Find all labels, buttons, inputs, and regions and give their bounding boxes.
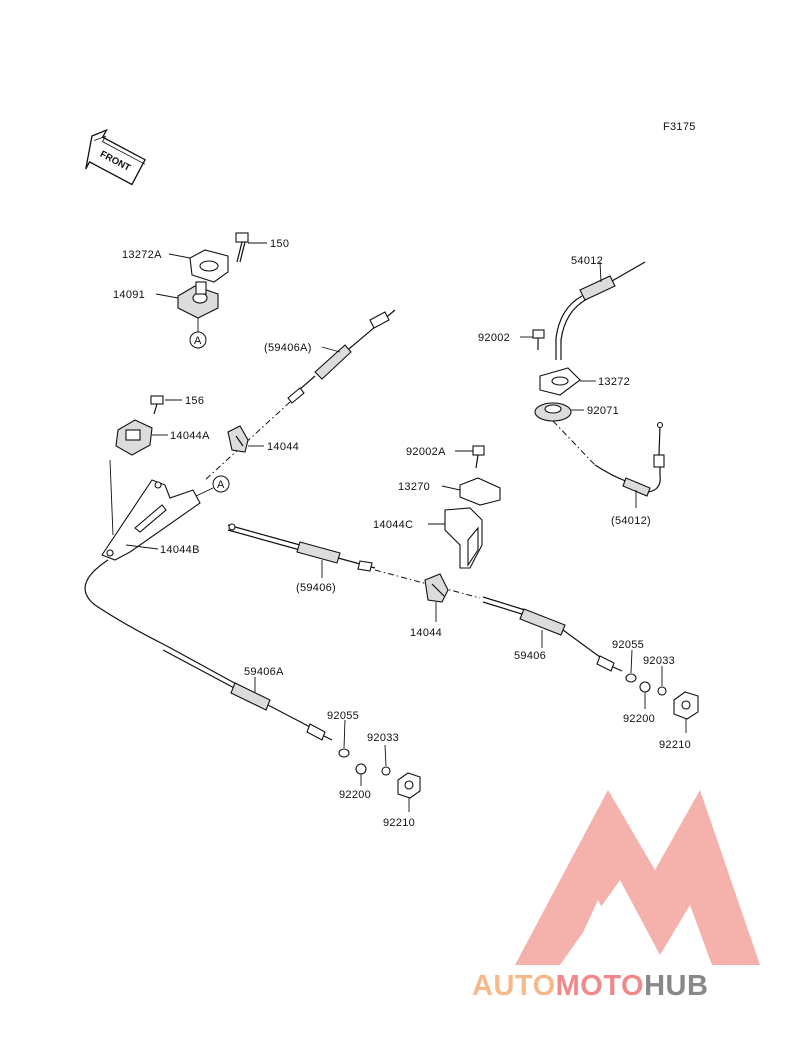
plate-13270	[459, 477, 501, 506]
label-14044C: 14044C	[373, 519, 413, 531]
front-arrow-icon: FRONT	[85, 128, 146, 186]
label-14091: 14091	[113, 289, 145, 301]
label-92033-right: 92033	[643, 655, 675, 667]
washer-92055-right	[625, 673, 637, 683]
label-14044-mid: 14044	[410, 627, 442, 639]
label-59406: 59406	[514, 650, 546, 662]
label-13272: 13272	[598, 376, 630, 388]
label-92055-left: 92055	[327, 710, 359, 722]
plate-14044B	[101, 479, 201, 561]
label-92002: 92002	[478, 332, 510, 344]
centerline-right	[552, 420, 596, 466]
washer-92055-left	[338, 748, 350, 758]
label-14044B: 14044B	[160, 544, 200, 556]
bracket-14044A	[115, 419, 153, 456]
watermark-text: AUTOMOTOHUB	[472, 970, 708, 1002]
label-13272A: 13272A	[122, 249, 162, 261]
label-92055-right: 92055	[612, 639, 644, 651]
label-13270: 13270	[398, 481, 430, 493]
label-92200-right: 92200	[623, 713, 655, 725]
label-59406A: 59406A	[244, 666, 284, 678]
washer-92200-left	[355, 763, 367, 775]
ref-marker-a-bracket-text: A	[217, 479, 225, 491]
cable-59406-upper	[227, 523, 376, 572]
watermark-auto: AUTO	[472, 970, 556, 1002]
clamp-14044-top	[227, 425, 249, 453]
lockwasher-92033-right	[657, 686, 667, 696]
bolt-92002	[532, 329, 545, 350]
bolt-156	[150, 395, 164, 415]
label-156: 156	[185, 395, 204, 407]
bolt-150	[235, 232, 249, 263]
label-92200-left: 92200	[339, 789, 371, 801]
cable-59406-lower	[482, 596, 623, 672]
nut-92210-right	[673, 691, 699, 720]
cable-54012	[555, 261, 646, 360]
figure-code: F3175	[663, 121, 696, 133]
holder-14091	[177, 281, 219, 319]
gasket-13272A	[189, 249, 229, 283]
label-14044-top: 14044	[267, 441, 299, 453]
nut-92210-left	[397, 772, 421, 799]
label-54012-paren: (54012)	[611, 515, 651, 527]
clamp-14044-mid	[424, 573, 449, 603]
label-92002A: 92002A	[406, 446, 446, 458]
label-150: 150	[270, 238, 289, 250]
bolt-92002A	[472, 445, 485, 469]
ref-marker-a-bracket	[212, 475, 230, 493]
bracket-14044C	[444, 507, 483, 569]
watermark-moto: MOTO	[556, 970, 644, 1002]
cable-59406A-lower	[84, 559, 333, 741]
watermark-hub: HUB	[644, 970, 708, 1002]
label-59406-paren: (59406)	[296, 582, 336, 594]
gasket-13272	[539, 367, 581, 396]
cable-59406A-upper	[287, 309, 396, 404]
watermark-logo: AUTOMOTOHUB	[472, 790, 760, 1002]
lockwasher-92033-left	[381, 766, 391, 776]
label-92210-left: 92210	[383, 817, 415, 829]
watermark-triangle-icon	[515, 790, 760, 965]
holder-92071	[534, 402, 572, 422]
label-92033-left: 92033	[367, 732, 399, 744]
watermark-inner-cut	[575, 900, 625, 950]
ref-marker-a-top-text: A	[194, 335, 202, 347]
cable-54012-lower	[594, 421, 665, 497]
label-54012: 54012	[571, 255, 603, 267]
washer-92200-right	[639, 681, 651, 693]
label-14044A: 14044A	[170, 430, 210, 442]
label-92210-right: 92210	[659, 739, 691, 751]
label-92071: 92071	[587, 405, 619, 417]
label-59406A-paren: (59406A)	[264, 342, 312, 354]
